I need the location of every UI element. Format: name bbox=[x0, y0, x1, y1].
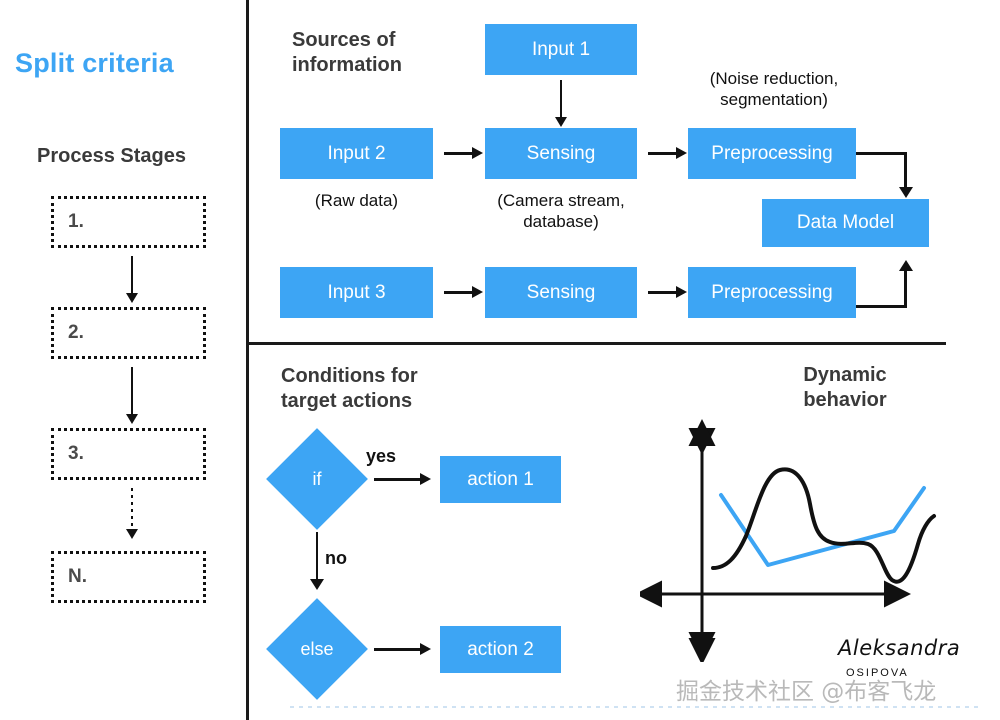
conditions-heading-line2: target actions bbox=[281, 390, 413, 412]
bottom-dotted-rule bbox=[290, 706, 980, 708]
connector-bottom-up-arrow bbox=[898, 260, 913, 308]
node-input-1[interactable]: Input 1 bbox=[485, 24, 637, 75]
arrow-else-to-action2 bbox=[374, 643, 431, 655]
process-stages-heading: Process Stages bbox=[37, 145, 186, 167]
page-title: Split criteria bbox=[15, 48, 174, 78]
stage-label-3: 3. bbox=[68, 443, 84, 464]
signature-surname: OSIPOVA bbox=[846, 667, 909, 679]
dynamic-behavior-chart bbox=[635, 412, 980, 665]
node-action-1[interactable]: action 1 bbox=[440, 456, 561, 503]
stage-box-n[interactable]: N. bbox=[51, 551, 206, 603]
arrow-input3-to-sensing bbox=[444, 286, 483, 298]
stage-box-3[interactable]: 3. bbox=[51, 428, 206, 480]
stage-box-1[interactable]: 1. bbox=[51, 196, 206, 248]
caption-camera-line1: (Camera stream, bbox=[497, 191, 625, 210]
conditions-heading: Conditions for target actions bbox=[281, 364, 491, 414]
arrow-if-to-else bbox=[310, 532, 324, 590]
node-sensing-bottom[interactable]: Sensing bbox=[485, 267, 637, 318]
connector-top-horizontal bbox=[856, 152, 907, 155]
sources-heading-line1: Sources of bbox=[292, 29, 396, 51]
arrow-sensing-to-preprocessing-bottom bbox=[648, 286, 687, 298]
stage-label-1: 1. bbox=[68, 211, 84, 232]
stage-arrow-1-to-2 bbox=[126, 256, 138, 303]
arrow-sensing-to-preprocessing-top bbox=[648, 147, 687, 159]
node-input-3[interactable]: Input 3 bbox=[280, 267, 433, 318]
stage-label-n: N. bbox=[68, 566, 87, 587]
node-sensing-top[interactable]: Sensing bbox=[485, 128, 637, 179]
node-preprocessing-bottom[interactable]: Preprocessing bbox=[688, 267, 856, 318]
decision-if-label: if bbox=[312, 468, 322, 489]
connector-top-down-arrow bbox=[898, 152, 913, 198]
arrow-input1-to-sensing bbox=[555, 80, 567, 127]
label-no: no bbox=[325, 548, 347, 568]
stage-box-2[interactable]: 2. bbox=[51, 307, 206, 359]
arrow-if-to-action1 bbox=[374, 473, 431, 485]
dynamic-heading-line1: Dynamic bbox=[803, 364, 887, 386]
signature-name: Aleksandra bbox=[838, 636, 961, 660]
caption-camera-stream: (Camera stream, database) bbox=[478, 190, 644, 233]
vertical-divider bbox=[246, 0, 249, 720]
node-preprocessing-top[interactable]: Preprocessing bbox=[688, 128, 856, 179]
connector-bottom-horizontal bbox=[856, 305, 907, 308]
caption-noise-line1: (Noise reduction, bbox=[709, 69, 839, 88]
sources-heading-line2: information bbox=[292, 54, 402, 76]
chart-svg bbox=[635, 419, 936, 665]
stage-arrow-3-to-n-dotted bbox=[126, 488, 138, 539]
sources-heading: Sources of information bbox=[292, 28, 472, 78]
caption-noise-line2: segmentation) bbox=[720, 90, 828, 110]
arrow-input2-to-sensing bbox=[444, 147, 483, 159]
caption-camera-line2: database) bbox=[523, 212, 599, 232]
chart-series-blue bbox=[719, 486, 926, 567]
stage-arrow-2-to-3 bbox=[126, 367, 138, 424]
chart-series-black bbox=[711, 467, 936, 584]
caption-raw-data: (Raw data) bbox=[314, 191, 399, 210]
dynamic-heading-line2: behavior bbox=[803, 389, 887, 411]
dynamic-heading: Dynamic behavior bbox=[755, 363, 935, 413]
stage-label-2: 2. bbox=[68, 322, 84, 343]
node-action-2[interactable]: action 2 bbox=[440, 626, 561, 673]
horizontal-divider bbox=[246, 342, 946, 345]
label-yes: yes bbox=[366, 446, 397, 466]
caption-noise-reduction: (Noise reduction, segmentation) bbox=[684, 68, 864, 111]
decision-else-label: else bbox=[300, 638, 334, 659]
conditions-heading-line1: Conditions for bbox=[281, 365, 418, 387]
watermark-text: 掘金技术社区 @布客飞龙 bbox=[676, 679, 937, 705]
node-input-2[interactable]: Input 2 bbox=[280, 128, 433, 179]
node-data-model[interactable]: Data Model bbox=[762, 199, 929, 247]
